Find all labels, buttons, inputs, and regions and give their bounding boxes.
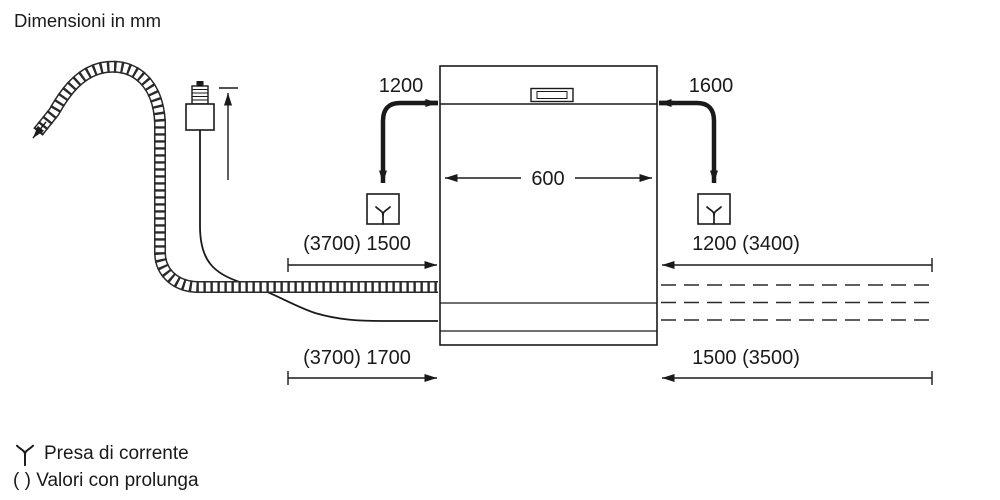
legend: Presa di corrente ( ) Valori con prolung… [13, 443, 199, 491]
label-cord-left: 1200 [379, 75, 424, 97]
label-width: 600 [531, 168, 564, 190]
power-cord-right [659, 99, 731, 225]
drain-hose [32, 60, 438, 293]
label-bottom-right: 1500 (3500) [692, 347, 800, 369]
tap-height-arrow [219, 87, 238, 180]
hose-extension-dashed-lines [661, 284, 932, 321]
page-title: Dimensioni in mm [14, 10, 161, 31]
label-cord-right: 1600 [689, 75, 734, 97]
dimension-bottom-left [287, 371, 437, 385]
dimension-mid-right [662, 258, 933, 272]
power-cord-left [366, 99, 438, 225]
aquastop-valve-icon [185, 81, 215, 131]
label-mid-right: 1200 (3400) [692, 233, 800, 255]
label-mid-left: (3700) 1500 [303, 233, 411, 255]
dimension-mid-left [287, 258, 437, 272]
appliance-outline [439, 65, 658, 346]
display-window [530, 87, 574, 103]
label-bottom-left: (3700) 1700 [303, 347, 411, 369]
dimension-bottom-right [662, 371, 933, 385]
legend-outlet-label: Presa di corrente [44, 443, 189, 464]
power-outlet-icon [15, 444, 35, 467]
supply-hose [199, 130, 438, 322]
display-inner [536, 91, 568, 99]
drain-end-arrow-icon [32, 121, 47, 139]
legend-parentheses-label: ( ) Valori con prolunga [13, 470, 199, 491]
